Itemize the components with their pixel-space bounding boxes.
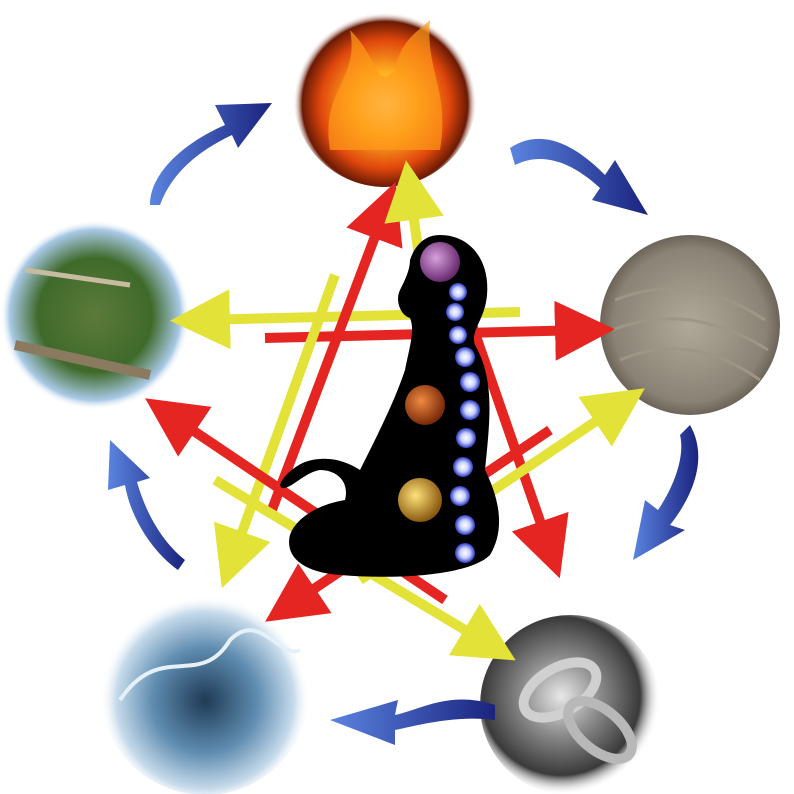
cycle-arrow-earth-to-metal bbox=[633, 425, 699, 560]
water-circle bbox=[100, 585, 310, 794]
red-arrow bbox=[265, 181, 403, 517]
cycle-arrow-metal-to-water bbox=[330, 699, 495, 745]
metal-circle bbox=[480, 615, 660, 794]
cycle-arrow-wood-to-fire bbox=[150, 103, 272, 205]
earth-circle bbox=[600, 235, 780, 415]
cycle-arrow-fire-to-earth bbox=[510, 138, 648, 215]
mars-orb bbox=[405, 385, 445, 425]
sun-orb bbox=[398, 478, 442, 522]
cycle-arrow-water-to-wood bbox=[108, 440, 185, 570]
meditating-figure bbox=[280, 235, 500, 577]
red-arrow bbox=[455, 288, 569, 579]
spine-star-icons bbox=[446, 283, 480, 563]
fire-circle bbox=[293, 3, 477, 187]
crown-chakra-orb bbox=[420, 242, 460, 282]
yellow-arrow bbox=[213, 273, 340, 589]
wood-circle bbox=[0, 220, 190, 410]
